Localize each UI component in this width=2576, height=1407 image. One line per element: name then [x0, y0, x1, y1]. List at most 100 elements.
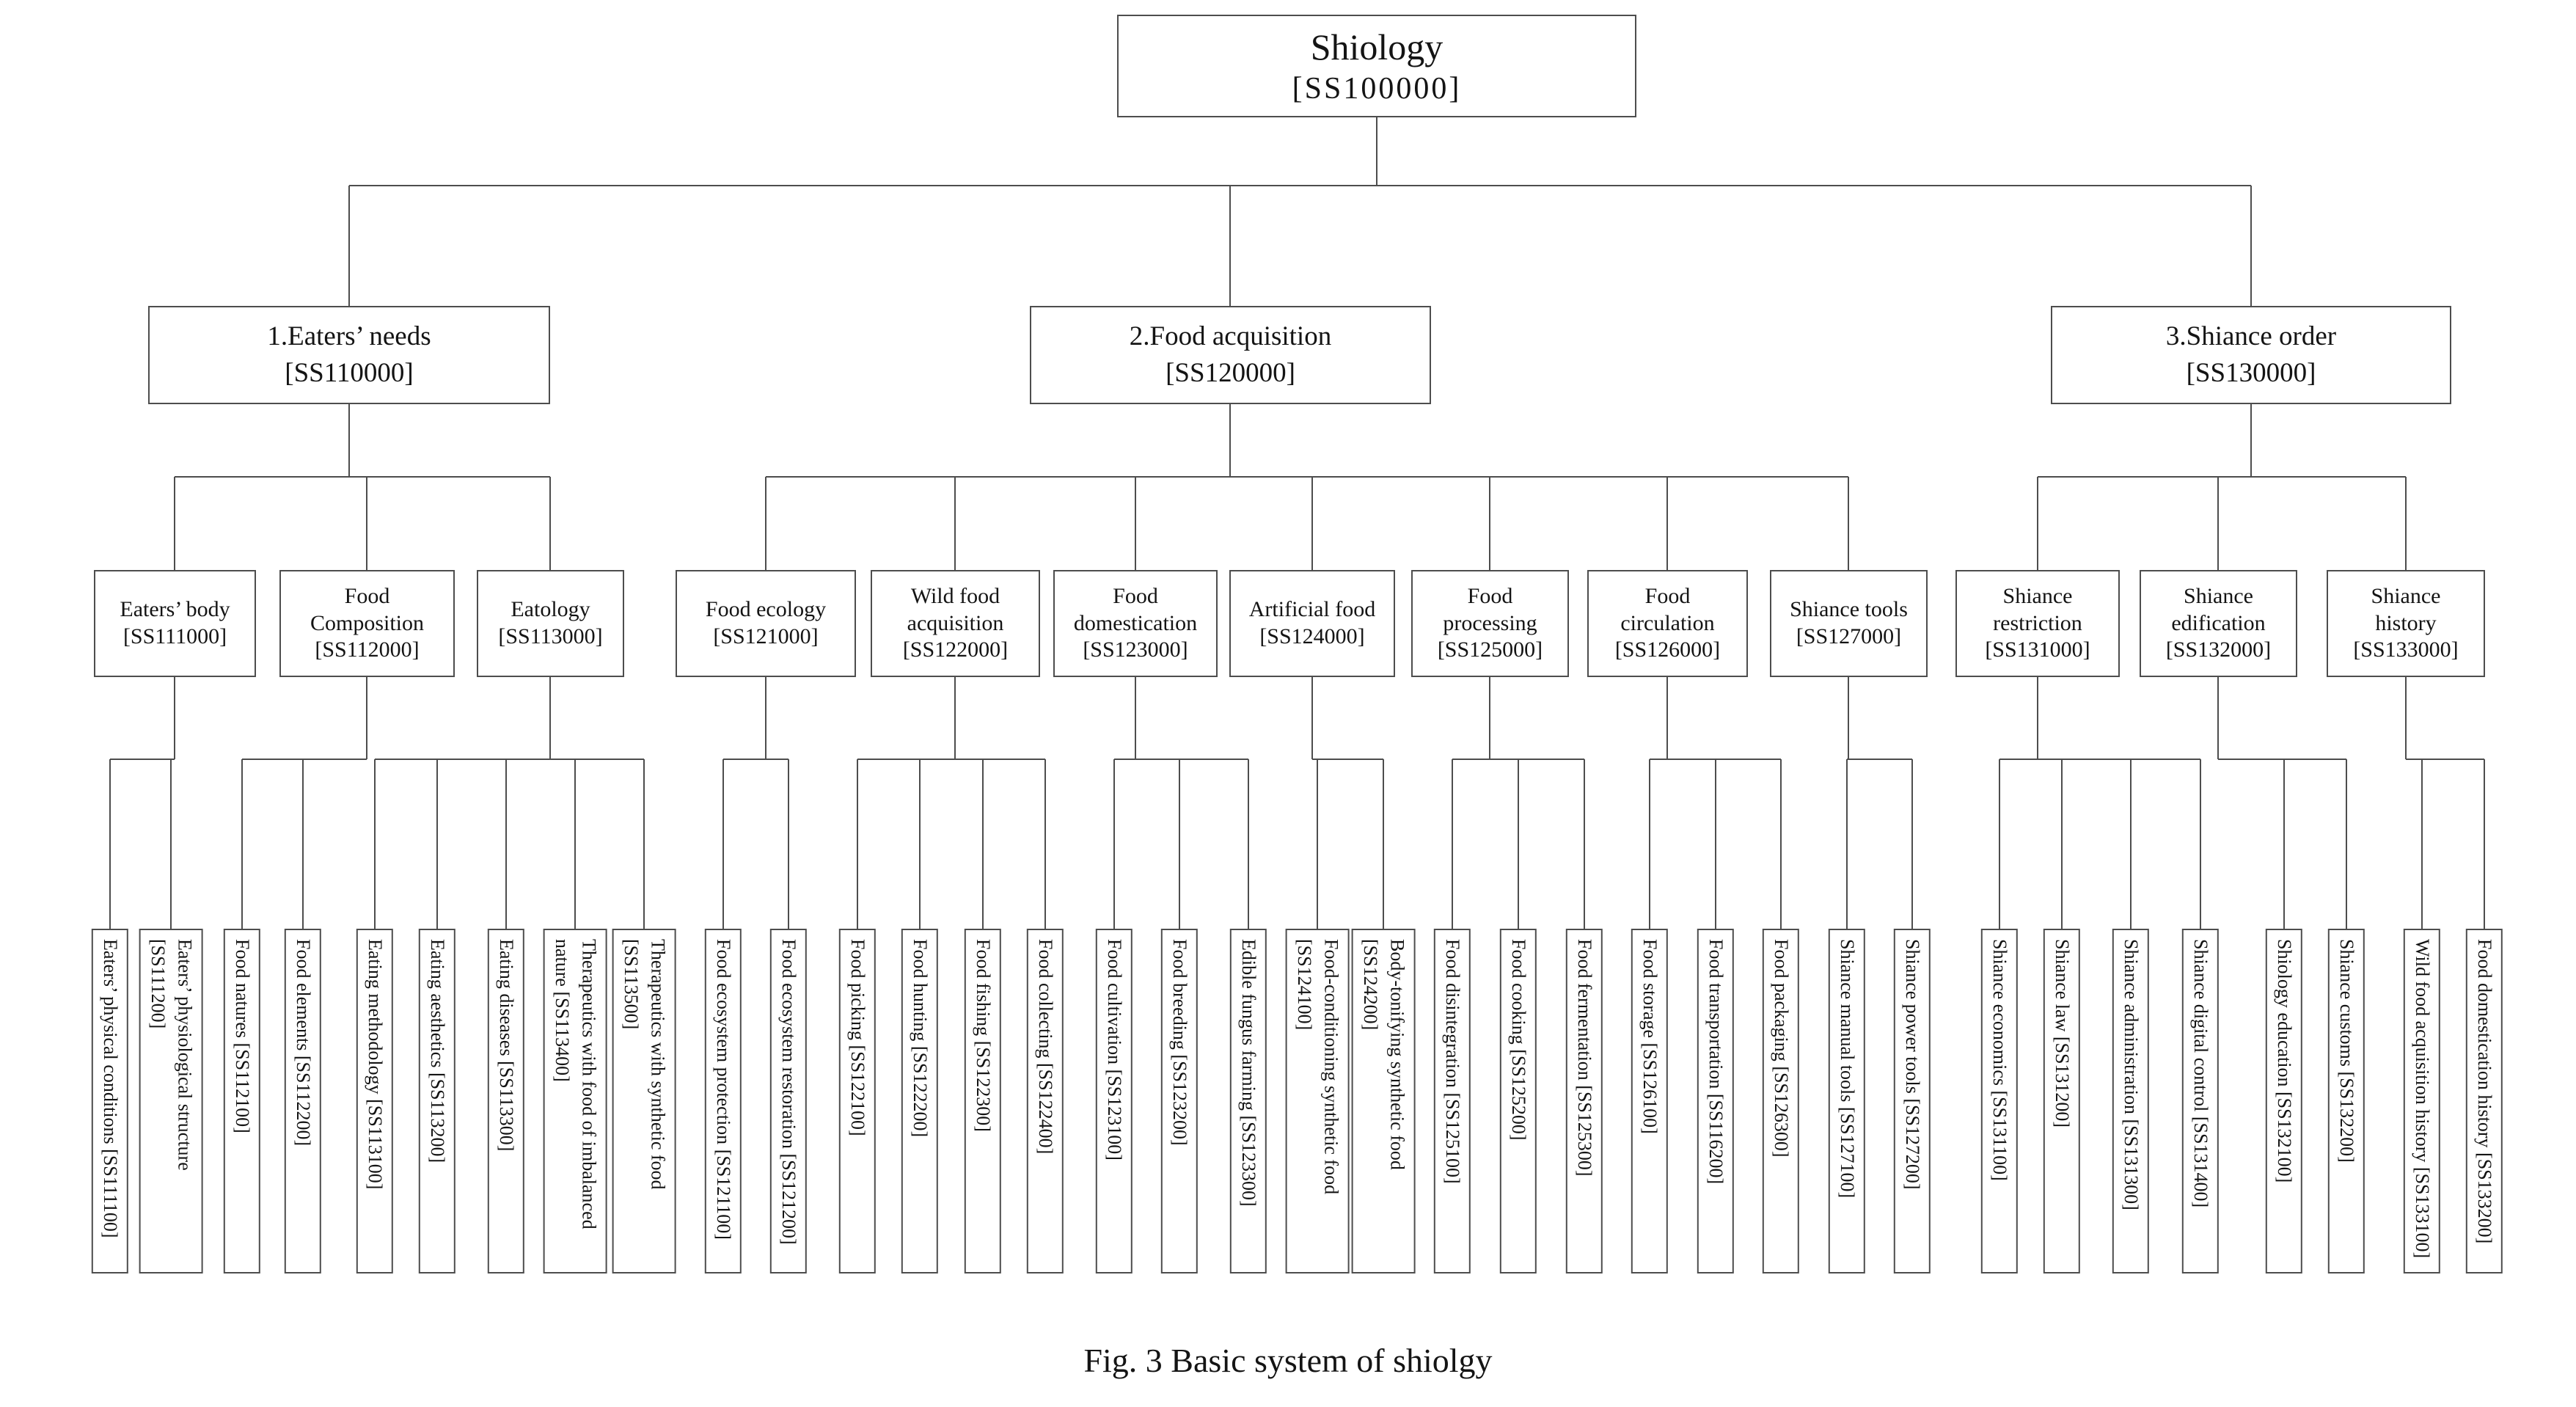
leaf-name: Shiance power tools — [1902, 939, 1924, 1094]
node-name: Shiance tools — [1790, 597, 1908, 622]
root-code: [SS100000] — [1292, 72, 1462, 106]
leaf-code: [SS112100] — [232, 1042, 254, 1133]
leaf-name: Shiance law — [2052, 939, 2074, 1032]
root-node-ss100000: Shiology [SS100000] — [1117, 15, 1636, 117]
leaf-name: Shiance customs — [2336, 939, 2358, 1067]
leaf-code: [SS123200] — [1169, 1054, 1191, 1146]
leaf-name: Therapeutics with synthetic food — [647, 939, 669, 1190]
leaf-ss122400: Food collecting [SS122400] — [1026, 929, 1064, 1273]
leaf-name: Food packaging — [1771, 939, 1793, 1061]
leaf-ss127100: Shiance manual tools [SS127100] — [1828, 929, 1866, 1273]
node-ss126000: Food circulation [SS126000] — [1587, 570, 1748, 677]
leaf-code: [SS131300] — [2121, 1119, 2143, 1210]
leaf-code: [SS116200] — [1705, 1093, 1727, 1185]
leaf-name: Eating methodology — [365, 939, 387, 1094]
node-ss112000: Food Composition [SS112000] — [279, 570, 455, 677]
leaf-code: [SS121100] — [713, 1149, 735, 1240]
leaf-name: Eaters’ physiological structure — [174, 939, 196, 1171]
leaf-ss116200: Food transportation [SS116200] — [1697, 929, 1735, 1273]
leaf-ss124100: Food-conditioning synthetic food [SS1241… — [1285, 929, 1350, 1273]
node-ss132000: Shiance edification [SS132000] — [2140, 570, 2297, 677]
node-ss124000: Artificial food [SS124000] — [1229, 570, 1395, 677]
node-code: [SS112000] — [315, 637, 420, 662]
leaf-code: [SS111200] — [147, 939, 169, 1029]
leaf-ss113200: Eating aesthetics [SS113200] — [418, 929, 456, 1273]
leaf-ss113400: Therapeutics with food of imbalanced nat… — [543, 929, 607, 1273]
node-name: Artificial food — [1248, 597, 1376, 622]
branch-code: [SS130000] — [2186, 358, 2316, 388]
leaf-ss113100: Eating methodology [SS113100] — [356, 929, 394, 1273]
leaf-code: [SS133200] — [2474, 1152, 2496, 1244]
leaf-code: [SS131200] — [2052, 1036, 2074, 1128]
leaf-name: Eating aesthetics — [427, 939, 449, 1068]
node-name: Food Composition — [310, 584, 425, 635]
node-code: [SS111000] — [122, 624, 227, 648]
leaf-code: [SS121200] — [778, 1153, 800, 1245]
leaf-ss126300: Food packaging [SS126300] — [1762, 929, 1800, 1273]
branch-name: 2.Food acquisition — [1129, 321, 1332, 352]
leaf-code: [SS125300] — [1574, 1085, 1596, 1177]
node-code: [SS124000] — [1259, 624, 1365, 648]
root-name: Shiology — [1310, 26, 1443, 67]
leaf-ss126100: Food storage [SS126100] — [1631, 929, 1669, 1273]
node-name: Shiance history — [2371, 584, 2441, 635]
node-name: Food circulation — [1620, 584, 1715, 635]
node-code: [SS127000] — [1796, 624, 1902, 648]
branch-ss120000: 2.Food acquisition [SS120000] — [1030, 306, 1431, 404]
leaf-name: Food picking — [847, 939, 869, 1040]
leaf-name: Food cooking — [1508, 939, 1530, 1045]
node-code: [SS125000] — [1437, 637, 1543, 662]
node-name: Wild food acquisition — [907, 584, 1004, 635]
leaf-ss133100: Wild food acquisition history [SS133100] — [2403, 929, 2441, 1273]
node-ss125000: Food processing [SS125000] — [1411, 570, 1569, 677]
leaf-code: [SS133100] — [2412, 1166, 2434, 1259]
leaf-ss125300: Food fermentation [SS125300] — [1565, 929, 1603, 1273]
leaf-code: [SS126300] — [1771, 1066, 1793, 1158]
leaf-name: Food-conditioning synthetic food — [1320, 939, 1342, 1195]
leaf-name: Food transportation — [1705, 939, 1727, 1089]
leaf-code: [SS131100] — [1989, 1090, 2011, 1181]
leaf-name: Eaters’ physical conditions — [100, 939, 122, 1144]
leaf-name: Shiology education — [2274, 939, 2296, 1087]
node-name: Food domestication — [1073, 584, 1198, 635]
branch-name: 1.Eaters’ needs — [267, 321, 431, 352]
node-name: Eaters’ body — [120, 597, 230, 622]
leaf-code: [SS122300] — [973, 1040, 995, 1132]
leaf-name: Food natures — [232, 939, 254, 1039]
leaf-name: Wild food acquisition history — [2412, 939, 2434, 1163]
leaf-code: [SS124200] — [1360, 939, 1381, 1031]
leaf-name: Food collecting — [1035, 939, 1057, 1059]
leaf-ss122300: Food fishing [SS122300] — [964, 929, 1002, 1273]
leaf-code: [SS113500] — [621, 939, 642, 1030]
leaf-ss131400: Shiance digital control [SS131400] — [2181, 929, 2220, 1273]
leaf-name: Edible fungus farming — [1238, 939, 1260, 1111]
node-ss121000: Food ecology [SS121000] — [676, 570, 856, 677]
node-code: [SS123000] — [1083, 637, 1188, 662]
leaf-code: [SS124100] — [1294, 939, 1315, 1031]
leaf-code: [SS111100] — [100, 1149, 122, 1238]
leaf-ss131200: Shiance law [SS131200] — [2043, 929, 2081, 1273]
leaf-name: Food fishing — [973, 939, 995, 1037]
leaf-name: Food elements — [293, 939, 315, 1051]
leaf-code: [SS125200] — [1508, 1049, 1530, 1141]
leaf-ss113300: Eating diseases [SS113300] — [487, 929, 525, 1273]
leaf-code: [SS123300] — [1238, 1115, 1260, 1207]
leaf-name: Body-tonifying synthetic food — [1386, 939, 1408, 1170]
leaf-code: [SS112200] — [293, 1055, 315, 1147]
node-code: [SS113000] — [498, 624, 603, 648]
node-name: Food processing — [1443, 584, 1537, 635]
node-name: Food ecology — [705, 597, 827, 622]
leaf-ss123300: Edible fungus farming [SS123300] — [1229, 929, 1267, 1273]
branch-name: 3.Shiance order — [2165, 321, 2337, 352]
leaf-name: Shiance administration — [2121, 939, 2143, 1115]
leaf-code: [SS132200] — [2336, 1071, 2358, 1163]
leaf-ss121100: Food ecosystem protection [SS121100] — [704, 929, 742, 1273]
node-ss123000: Food domestication [SS123000] — [1053, 570, 1218, 677]
leaf-ss111200: Eaters’ physiological structure [SS11120… — [139, 929, 203, 1273]
leaf-ss124200: Body-tonifying synthetic food [SS124200] — [1351, 929, 1416, 1273]
leaf-code: [SS113400] — [552, 991, 573, 1082]
leaf-code: [SS123100] — [1104, 1069, 1126, 1161]
node-ss127000: Shiance tools [SS127000] — [1770, 570, 1928, 677]
leaf-name: Food cultivation — [1104, 939, 1126, 1065]
